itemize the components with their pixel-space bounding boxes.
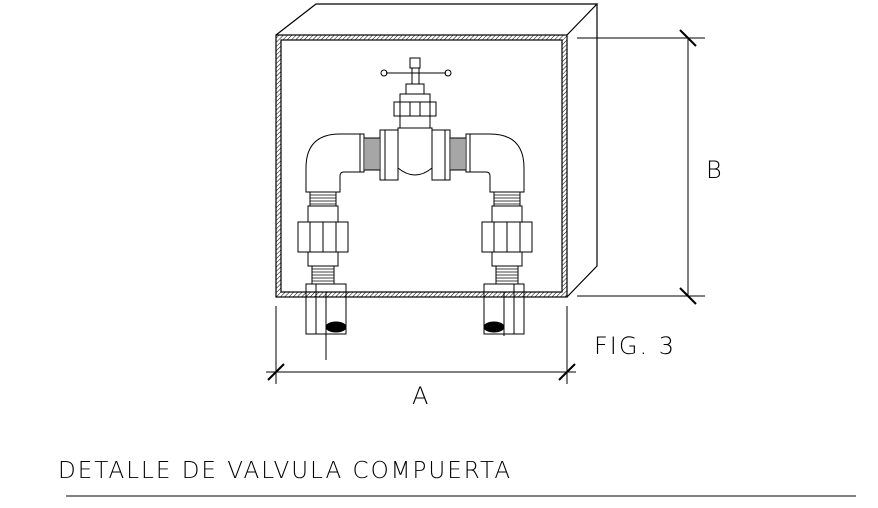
gate-valve xyxy=(297,57,533,360)
figure-label: FIG. 3 xyxy=(594,332,676,360)
dimension-a xyxy=(266,306,576,384)
dimension-b xyxy=(577,29,705,305)
dimension-b-label: B xyxy=(706,156,722,184)
dimension-a-label: A xyxy=(412,382,428,410)
drawing-title: DETALLE DE VALVULA COMPUERTA xyxy=(58,458,512,484)
valve-box xyxy=(275,3,599,298)
